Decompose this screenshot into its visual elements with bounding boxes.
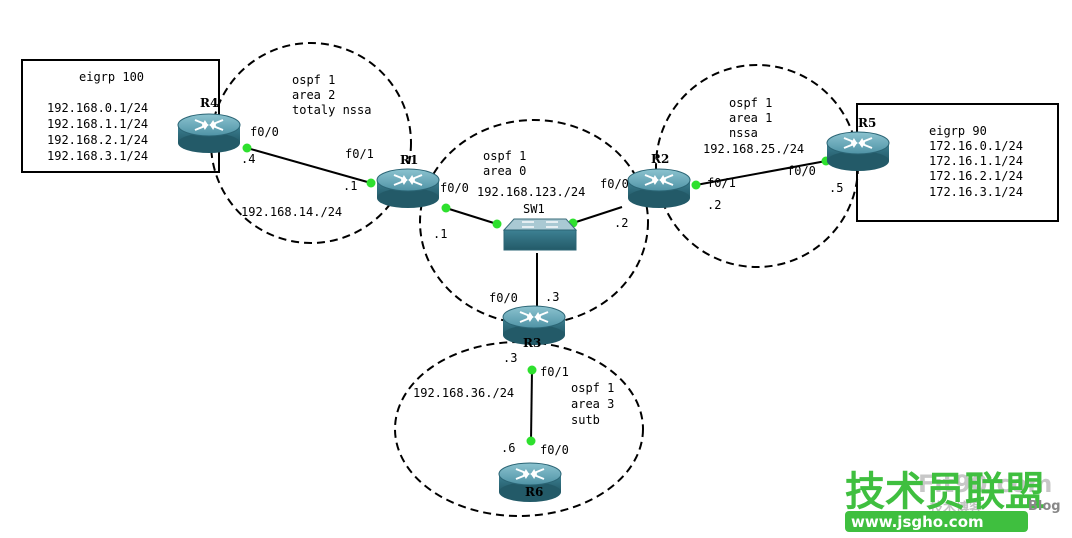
dot-sw-left [492,219,502,229]
eigrp-right-title: eigrp 90 [929,124,987,138]
area1-ospf: ospf 1 [729,96,772,110]
router-r6-label: R6 [525,485,543,499]
dot-r2-right [691,180,701,190]
iface-r5-f0-0: f0/0 [787,164,816,178]
link-r2-r5 [695,160,827,186]
iface-r2-f0-1: f0/1 [707,176,736,190]
eigrp-right-net-2: 172.16.2.1/24 [929,169,1023,183]
watermark-blog: Blog [1028,499,1061,514]
area0-area: area 0 [483,164,526,178]
hostid-r2-right: .2 [707,198,721,212]
area3-subnet: 192.168.36./24 [413,386,514,400]
link-r1-sw1 [445,207,498,225]
router-r5-icon[interactable] [826,131,890,172]
area1-type: nssa [729,126,758,140]
link-r4-r1 [246,147,372,184]
router-r2-label: R2 [651,152,669,166]
area2-subnet: 192.168.14./24 [241,205,342,219]
iface-r3-f0-0: f0/0 [489,291,518,305]
area0-ospf: ospf 1 [483,149,526,163]
eigrp-left-net-0: 192.168.0.1/24 [47,101,148,115]
link-r3-r6 [530,369,533,442]
area1-area: area 1 [729,111,772,125]
hostid-r1-left: .1 [343,179,357,193]
area3-area: area 3 [571,397,614,411]
dot-r3-bottom [527,365,537,375]
watermark: Fit90.com 技术博客 技术员联盟 Blog www.jsgho.com [845,469,1061,532]
hostid-r2-sw: .2 [614,216,628,230]
eigrp-right-net-3: 172.16.3.1/24 [929,185,1023,199]
router-r1-label: R1 [400,153,418,167]
watermark-faint-text: Fit90.com [918,470,1052,498]
hostid-r4: .4 [241,152,255,166]
iface-r1-f0-1: f0/1 [345,147,374,161]
area2-type: totaly nssa [292,103,371,117]
hostid-r3-bottom: .3 [503,351,517,365]
dot-r6 [526,436,536,446]
iface-r4-f0-0: f0/0 [250,125,279,139]
hostid-r6: .6 [501,441,515,455]
watermark-url: www.jsgho.com [851,513,984,531]
eigrp-right-net-0: 172.16.0.1/24 [929,139,1023,153]
hostid-r5: .5 [829,181,843,195]
area0-subnet: 192.168.123./24 [477,185,585,199]
eigrp-right-net-1: 172.16.1.1/24 [929,154,1023,168]
iface-r2-f0-0: f0/0 [600,177,629,191]
area3-ospf: ospf 1 [571,381,614,395]
router-r2-icon[interactable] [627,168,691,209]
iface-r1-f0-0: f0/0 [440,181,469,195]
link-sw1-r2 [572,206,623,224]
area2-ospf: ospf 1 [292,73,335,87]
area2-area: area 2 [292,88,335,102]
dot-r4 [242,143,252,153]
iface-r6-f0-0: f0/0 [540,443,569,457]
watermark-url-bar [845,511,1028,532]
dot-r1-sw [441,203,451,213]
router-r1-icon[interactable] [376,168,440,209]
eigrp-left-net-3: 192.168.3.1/24 [47,149,148,163]
hostid-r3-top: .3 [545,290,559,304]
area3-type: sutb [571,413,600,427]
router-r3-label: R3 [523,336,541,350]
router-r5-label: R5 [858,116,876,130]
eigrp-left-net-1: 192.168.1.1/24 [47,117,148,131]
eigrp-left-title: eigrp 100 [79,70,144,84]
switch-sw1-icon[interactable] [502,218,578,251]
dot-r1-left [366,178,376,188]
router-r4-icon[interactable] [177,113,241,154]
router-r4-label: R4 [200,96,218,110]
watermark-brand: 技术员联盟 [845,469,1045,515]
hostid-r1-sw: .1 [433,227,447,241]
eigrp-left-net-2: 192.168.2.1/24 [47,133,148,147]
area1-subnet: 192.168.25./24 [703,142,804,156]
iface-r3-f0-1: f0/1 [540,365,569,379]
switch-sw1-label: SW1 [523,202,545,216]
